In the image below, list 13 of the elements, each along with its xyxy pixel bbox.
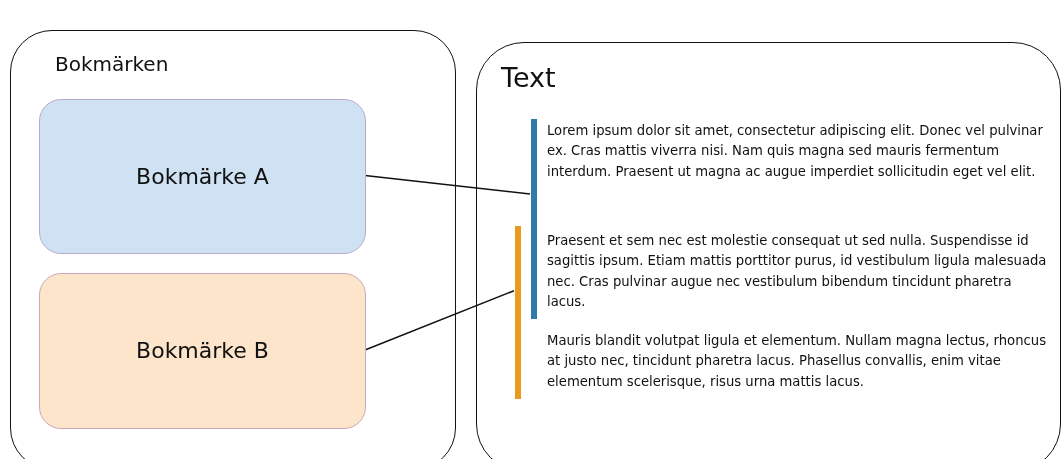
- bookmark-box: [39, 273, 366, 429]
- highlight-bar: [515, 226, 521, 399]
- bookmark-label: Bokmärke B: [135, 336, 270, 365]
- bookmark-box: [39, 99, 366, 254]
- connector-line: [364, 290, 515, 351]
- panel-title: Bokmärken: [55, 51, 170, 78]
- panel-title: Text: [501, 61, 557, 95]
- highlight-bar: [531, 119, 537, 319]
- paragraph: Lorem ipsum dolor sit amet, consectetur adipiscing elit. Donec vel pulvinar ex. Cras mattis viverra nisi. Nam quis magna sed mauris fermentum interdum. Praesent ut magna ac augue imperdiet sollicitudin eget vel elit.: [547, 122, 1044, 181]
- paragraph: Mauris blandit volutpat ligula et elementum. Nullam magna lectus, rhoncus at justo nec, tincidunt pharetra lacus. Phasellus convallis, enim vitae elementum scelerisque, risus urna mattis lacus.: [547, 332, 1047, 391]
- connector-line: [364, 174, 531, 195]
- paragraph: Praesent et sem nec est molestie consequat ut sed nulla. Suspendisse id sagittis ipsum. Etiam mattis porttitor purus, id vestibulum ligula malesuada nec. Cras pulvinar augue nec vestibulum bibendum tincidunt pharetra lacus.: [547, 232, 1047, 312]
- bookmark-label: Bokmärke A: [135, 162, 270, 191]
